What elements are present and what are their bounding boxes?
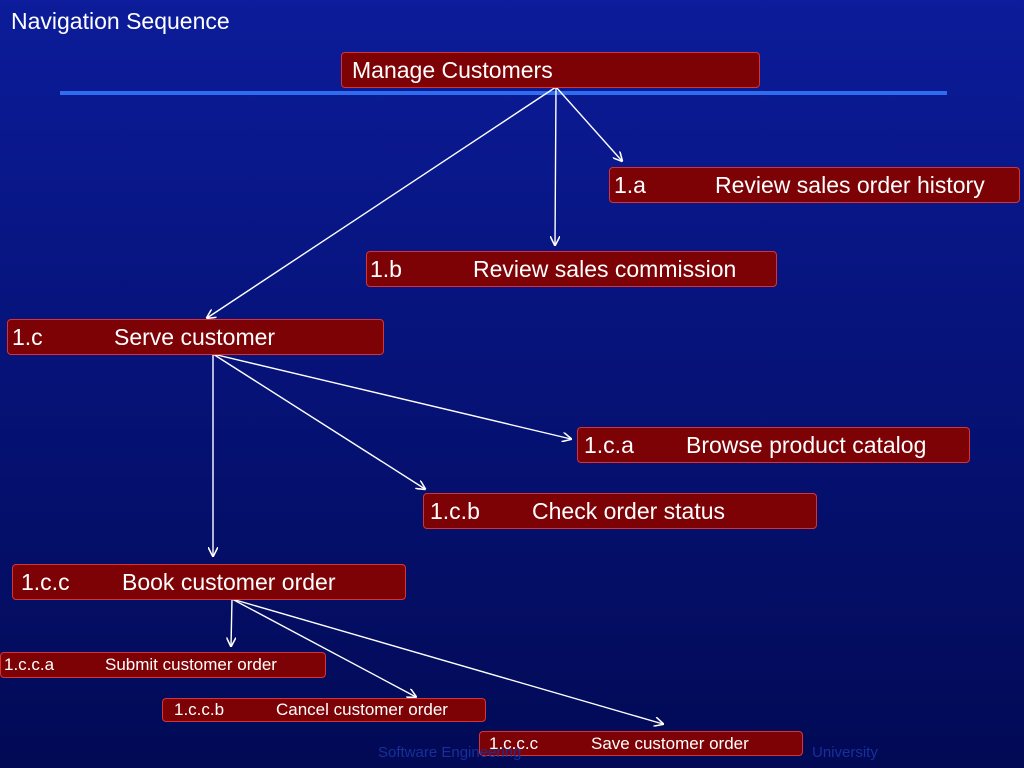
page-title: Navigation Sequence (11, 8, 230, 34)
node-code: 1.b (370, 255, 402, 282)
node-label: Review sales order history (715, 171, 985, 198)
node-code: 1.c.c.a (4, 655, 55, 674)
node-label: Browse product catalog (686, 431, 927, 458)
node-cancel-customer-order: 1.c.c.b Cancel customer order (162, 698, 486, 722)
node-browse-product-catalog: 1.c.a Browse product catalog (577, 427, 970, 463)
node-code: 1.c.b (430, 497, 480, 524)
node-label: Manage Customers (352, 56, 553, 83)
node-code: 1.c.c.b (174, 700, 225, 719)
arrow-1c-to-1ca (212, 353, 571, 439)
node-serve-customer: 1.c Serve customer (7, 319, 384, 355)
node-code: 1.c (12, 323, 43, 350)
node-label: Submit customer order (105, 655, 277, 674)
node-code: 1.c.a (584, 431, 634, 458)
arrow-1cc-to-1ccc (231, 598, 663, 724)
node-check-order-status: 1.c.b Check order status (423, 493, 817, 529)
node-review-sales-commission: 1.b Review sales commission (366, 251, 777, 287)
title-divider (60, 91, 947, 95)
node-label: Serve customer (114, 323, 276, 350)
footer-right-text: University (812, 744, 878, 761)
node-manage-customers: Manage Customers (341, 52, 760, 88)
node-save-customer-order: 1.c.c.c Save customer order (479, 731, 803, 756)
node-code: 1.a (614, 171, 646, 198)
arrow-manage-customers-to-1c (207, 86, 557, 318)
arrow-manage-customers-to-1b (555, 86, 556, 245)
arrow-1cc-to-1ccb (231, 598, 416, 697)
node-book-customer-order: 1.c.c Book customer order (12, 564, 406, 600)
node-submit-customer-order: 1.c.c.a Submit customer order (0, 652, 326, 678)
node-code: 1.c.c.c (489, 733, 539, 753)
arrow-manage-customers-to-1a (555, 86, 622, 161)
node-review-sales-order-history: 1.a Review sales order history (609, 167, 1020, 203)
node-label: Cancel customer order (276, 700, 448, 719)
arrow-1c-to-1cb (212, 353, 425, 489)
node-label: Book customer order (122, 568, 336, 595)
arrow-1cc-to-1cca (231, 598, 232, 646)
node-code: 1.c.c (21, 568, 70, 595)
footer-left-text: Software Engineering (378, 744, 522, 761)
node-label: Review sales commission (473, 255, 737, 282)
node-label: Save customer order (591, 733, 749, 753)
node-label: Check order status (532, 497, 726, 524)
